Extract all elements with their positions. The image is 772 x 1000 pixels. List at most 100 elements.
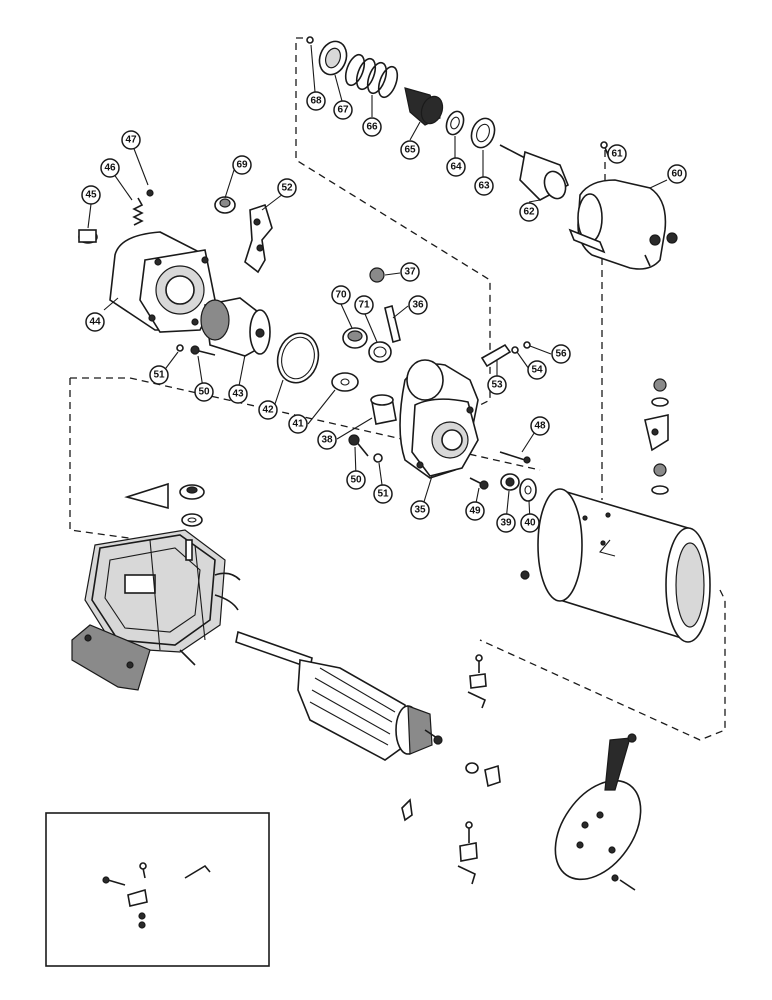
svg-text:65: 65	[404, 145, 416, 156]
callout-69: 69	[232, 155, 252, 175]
part-64-washer	[445, 110, 465, 136]
svg-text:54: 54	[531, 365, 543, 376]
callout-36: 36	[408, 295, 428, 315]
svg-text:51: 51	[377, 489, 389, 500]
part-45-bushing	[78, 229, 98, 244]
svg-text:67: 67	[337, 105, 349, 116]
svg-text:68: 68	[310, 96, 322, 107]
callout-66: 66	[362, 117, 382, 137]
svg-text:70: 70	[335, 290, 347, 301]
svg-text:38: 38	[321, 435, 333, 446]
part-36-pin	[384, 305, 401, 343]
part-43-drive-pinion	[200, 297, 271, 357]
callout-64: 64	[446, 157, 466, 177]
part-56-washer	[523, 341, 531, 349]
callout-43: 43	[228, 384, 248, 404]
callout-40: 40	[520, 513, 540, 533]
armature	[235, 630, 443, 761]
part-53-shaft	[480, 343, 512, 368]
part-52-shift-lever	[244, 203, 273, 274]
svg-text:71: 71	[358, 300, 370, 311]
part-51-washer-lower	[373, 453, 383, 463]
part-50-screw-lower	[348, 434, 369, 457]
svg-text:51: 51	[153, 370, 165, 381]
pole-shoe	[71, 624, 151, 691]
part-66-spring	[344, 53, 399, 99]
callout-51-lower: 51	[373, 484, 393, 504]
callout-47: 47	[121, 130, 141, 150]
part-49-screw	[469, 477, 489, 490]
callout-56: 56	[551, 344, 571, 364]
part-70-bushing	[342, 327, 368, 349]
svg-text:46: 46	[104, 163, 116, 174]
callouts: 68 67 66 65 64 63 62 61 60 47 46 45 69 5…	[81, 91, 687, 533]
part-44-drive-housing	[109, 231, 216, 333]
svg-text:53: 53	[491, 380, 503, 391]
part-60-solenoid	[568, 179, 678, 270]
callout-68: 68	[306, 91, 326, 111]
callout-60: 60	[667, 164, 687, 184]
svg-text:60: 60	[671, 169, 683, 180]
callout-70: 70	[331, 285, 351, 305]
svg-text:64: 64	[450, 162, 462, 173]
part-65-plunger	[404, 87, 444, 126]
brush-spring	[401, 798, 413, 822]
part-71-ring	[368, 341, 392, 363]
callout-48: 48	[530, 416, 550, 436]
svg-text:52: 52	[281, 183, 293, 194]
callout-45: 45	[81, 185, 101, 205]
part-67-cup	[318, 40, 348, 76]
brush-holder-lower	[457, 821, 478, 885]
callout-54: 54	[527, 360, 547, 380]
part-37-nut	[369, 267, 385, 283]
part-42-seal-ring	[276, 332, 320, 384]
svg-text:36: 36	[412, 300, 424, 311]
part-63-ring	[470, 117, 496, 149]
brush-holder-upper	[467, 654, 487, 709]
callout-35: 35	[410, 500, 430, 520]
part-39-washer	[500, 473, 520, 491]
field-frame-housing	[520, 488, 711, 643]
part-61-screw	[600, 141, 611, 161]
callout-65: 65	[400, 140, 420, 160]
svg-text:41: 41	[292, 419, 304, 430]
part-triangle-insulator	[124, 482, 169, 510]
svg-text:50: 50	[350, 475, 362, 486]
callout-49: 49	[465, 501, 485, 521]
field-coil-assembly	[84, 529, 241, 666]
svg-text:35: 35	[414, 505, 426, 516]
terminal-insulators-upper	[179, 484, 205, 527]
callout-39: 39	[496, 513, 516, 533]
part-62-plunger-rod	[499, 144, 570, 201]
svg-text:69: 69	[236, 160, 248, 171]
svg-text:63: 63	[478, 181, 490, 192]
callout-62: 62	[519, 202, 539, 222]
part-47-ball	[146, 189, 154, 197]
hardware-stack-right	[644, 378, 669, 495]
callout-38: 38	[317, 430, 337, 450]
part-35-nose-housing	[399, 359, 479, 479]
part-69-plug	[214, 196, 236, 214]
svg-text:50: 50	[198, 387, 210, 398]
part-54-washer	[511, 346, 519, 354]
part-51-washer-upper	[176, 344, 184, 352]
svg-text:56: 56	[555, 349, 567, 360]
svg-text:66: 66	[366, 122, 378, 133]
svg-text:47: 47	[125, 135, 137, 146]
svg-text:40: 40	[524, 518, 536, 529]
svg-text:39: 39	[500, 518, 512, 529]
callout-50-upper: 50	[194, 382, 214, 402]
callout-52: 52	[277, 178, 297, 198]
commutator-end-plate	[554, 733, 642, 891]
svg-text:37: 37	[404, 267, 416, 278]
callout-42: 42	[258, 400, 278, 420]
callout-63: 63	[474, 176, 494, 196]
bushing-center	[465, 762, 501, 788]
svg-text:43: 43	[232, 389, 244, 400]
callout-67: 67	[333, 100, 353, 120]
part-50-screw-upper	[190, 345, 216, 356]
svg-text:61: 61	[611, 149, 623, 160]
callout-46: 46	[100, 158, 120, 178]
svg-text:62: 62	[523, 207, 535, 218]
part-38-bushing	[370, 394, 397, 425]
